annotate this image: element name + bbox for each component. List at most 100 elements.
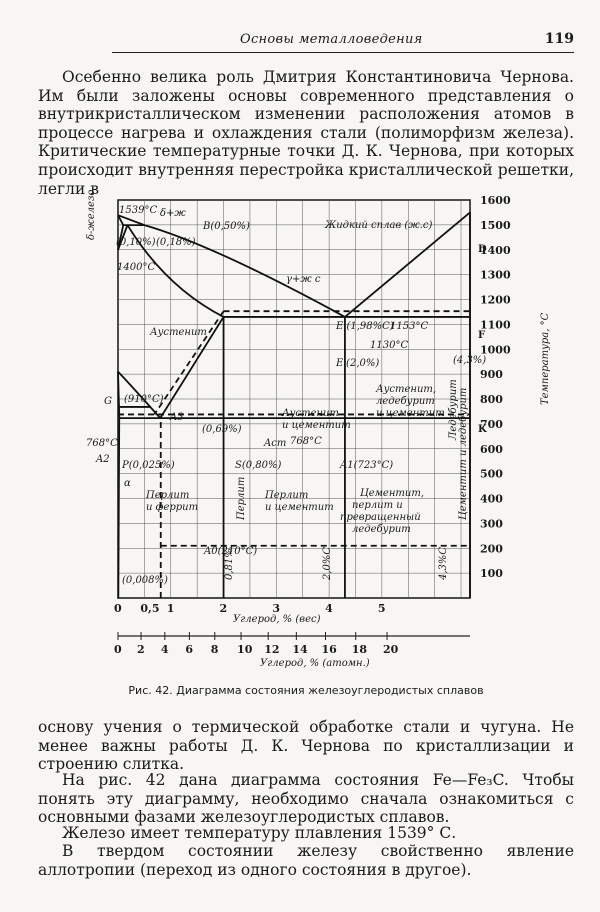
atomic-tick-label: 8	[211, 643, 219, 656]
atomic-tick-label: 12	[264, 643, 279, 656]
region-liquid: Жидкий сплав (ж.с)	[324, 220, 432, 231]
point-G-letter: G	[104, 396, 112, 407]
figure-caption: Рис. 42. Диаграмма состояния железоуглер…	[128, 684, 484, 697]
line-A0-label: A0(210°C)	[203, 546, 257, 557]
x-axis-atomic-label: Углерод, % (атомн.)	[260, 658, 370, 669]
point-S-prime-label: (0,69%)	[202, 424, 242, 435]
composition-20: 2,0%C	[322, 547, 333, 581]
region-cementite-pearlite-4: ледебурит	[352, 524, 411, 535]
point-S-label: S(0,80%)	[235, 460, 282, 471]
y-tick-label: 100	[480, 567, 503, 580]
point-S-prime-temp: 768°C	[290, 436, 322, 447]
region-cementite-pearlite-3: превращенный	[340, 512, 421, 523]
paragraph-figure-reference: На рис. 42 дана диаграмма состояния Fe—F…	[38, 771, 574, 827]
page-number: 119	[544, 31, 574, 47]
composition-081: 0,81%	[224, 548, 235, 580]
region-pearlite-cementite-2: и цементит	[265, 502, 334, 513]
grid	[117, 199, 471, 599]
point-E-label: E (1,98%C)	[335, 321, 394, 332]
line-ES-stable	[153, 310, 225, 415]
region-delta-liquid: δ+ж	[160, 208, 186, 219]
point-P-label: P(0,025%)	[121, 460, 175, 471]
eutectic-composition: (4,3%)	[453, 355, 486, 366]
atomic-tick-label: 14	[292, 643, 308, 656]
y-tick-label: 1300	[480, 269, 511, 282]
point-N-label: 1400°C	[117, 262, 155, 273]
region-cementite-pearlite-1: Цементит,	[360, 488, 424, 499]
region-austenite-ledeburite-1: Аустенит,	[375, 384, 436, 395]
line-NJ	[117, 224, 129, 251]
phase-boundaries	[117, 211, 471, 599]
line-A2-label: A2	[95, 454, 110, 465]
point-J-label: (0,18%)	[156, 237, 196, 248]
line-PSK-label: A1(723°C)	[339, 460, 393, 471]
region-gamma-liquid: γ+ж c	[286, 274, 321, 285]
region-pearlite-ferrite-1: Перлит	[145, 490, 189, 501]
liquidus-CD	[344, 211, 471, 318]
point-K-label: K	[478, 424, 487, 435]
point-D-label: D	[478, 244, 487, 255]
y-tick-label: 300	[480, 517, 503, 530]
y-tick-label: 1400	[480, 244, 511, 257]
region-pearlite: Перлит	[236, 477, 247, 521]
y-tick-label: 1000	[480, 343, 511, 356]
running-head: Основы металловедения 119	[112, 30, 574, 53]
curie-temperature: 768°C	[86, 438, 118, 449]
atomic-tick-label: 16	[321, 643, 337, 656]
x-tick-label: 5	[378, 602, 386, 615]
atomic-tick-label: 6	[185, 643, 193, 656]
atomic-tick-label: 10	[237, 643, 253, 656]
x-tick-label: 3	[272, 602, 280, 615]
iron-carbon-diagram: 1600150014001300120011001000900800700600…	[86, 190, 551, 669]
x-tick-label: 1	[167, 602, 175, 615]
x-tick-label: 2	[220, 602, 228, 615]
atomic-tick-label: 2	[137, 643, 145, 656]
x-axis-label: Углерод, % (вес)	[233, 614, 321, 625]
region-austenite-ledeburite-3: и цементит	[376, 408, 445, 419]
line-PQ	[117, 418, 121, 599]
paragraph-allotropy: В твердом состоянии железу свойственно я…	[38, 842, 574, 879]
atomic-tick-label: 0	[114, 643, 122, 656]
composition-43: 4,3%C	[438, 547, 449, 581]
atomic-tick-label: 20	[383, 643, 399, 656]
y-tick-label: 1600	[480, 194, 511, 207]
y-tick-label: 400	[480, 493, 503, 506]
line-GP	[117, 371, 121, 419]
alpha-label: α	[124, 478, 131, 489]
x-tick-label: 4	[325, 602, 333, 615]
region-cementite-ledeburite: Цементит и ледебурит	[458, 388, 469, 520]
solidus-JE	[126, 224, 224, 318]
region-pearlite-cementite-1: Перлит	[264, 490, 308, 501]
solidus-AH	[117, 214, 125, 226]
atomic-tick-label: 18	[352, 643, 368, 656]
point-F-label: F	[478, 330, 485, 341]
region-austenite-cementite-1: Аустенит	[281, 408, 339, 419]
y-tick-label: 1500	[480, 219, 511, 232]
point-H-label: (0,10%)	[116, 237, 156, 248]
line-A3-label: A3	[169, 412, 184, 423]
y-tick-label: 900	[480, 368, 503, 381]
region-ledeburite: Ледебурит	[448, 379, 459, 441]
x-tick-label: 0,5	[140, 602, 159, 615]
region-cementite-pearlite-2: перлит и	[352, 500, 403, 511]
point-B-label: B(0,50%)	[202, 221, 250, 232]
x-tick-label: 0	[114, 602, 122, 615]
region-austenite-ledeburite-2: ледебурит	[376, 396, 435, 407]
y-tick-label: 200	[480, 542, 503, 555]
point-C-label: 1130°C	[370, 340, 408, 351]
paragraph-continuation: основу учения о термической обработке ст…	[38, 718, 574, 774]
paragraph-melting-point: Железо имеет температуру плавления 1539°…	[62, 824, 457, 842]
liquidus-BC	[144, 224, 346, 318]
y-tick-label: 1200	[480, 294, 511, 307]
point-G-label: (910°C)	[124, 394, 164, 405]
atomic-tick-label: 4	[161, 643, 169, 656]
liquidus-AB	[117, 214, 145, 226]
point-A-label: 1539°C	[119, 205, 157, 216]
running-title: Основы металловедения	[240, 32, 423, 47]
region-austenite-cementite-2: и цементит	[282, 420, 351, 431]
paragraph-intro: Осебенно велика роль Дмитрия Константино…	[38, 68, 574, 198]
y-tick-label: 800	[480, 393, 503, 406]
line-GS	[117, 371, 161, 419]
eutectic-temperature: 1153°C	[390, 321, 428, 332]
y-tick-label: 700	[480, 418, 503, 431]
